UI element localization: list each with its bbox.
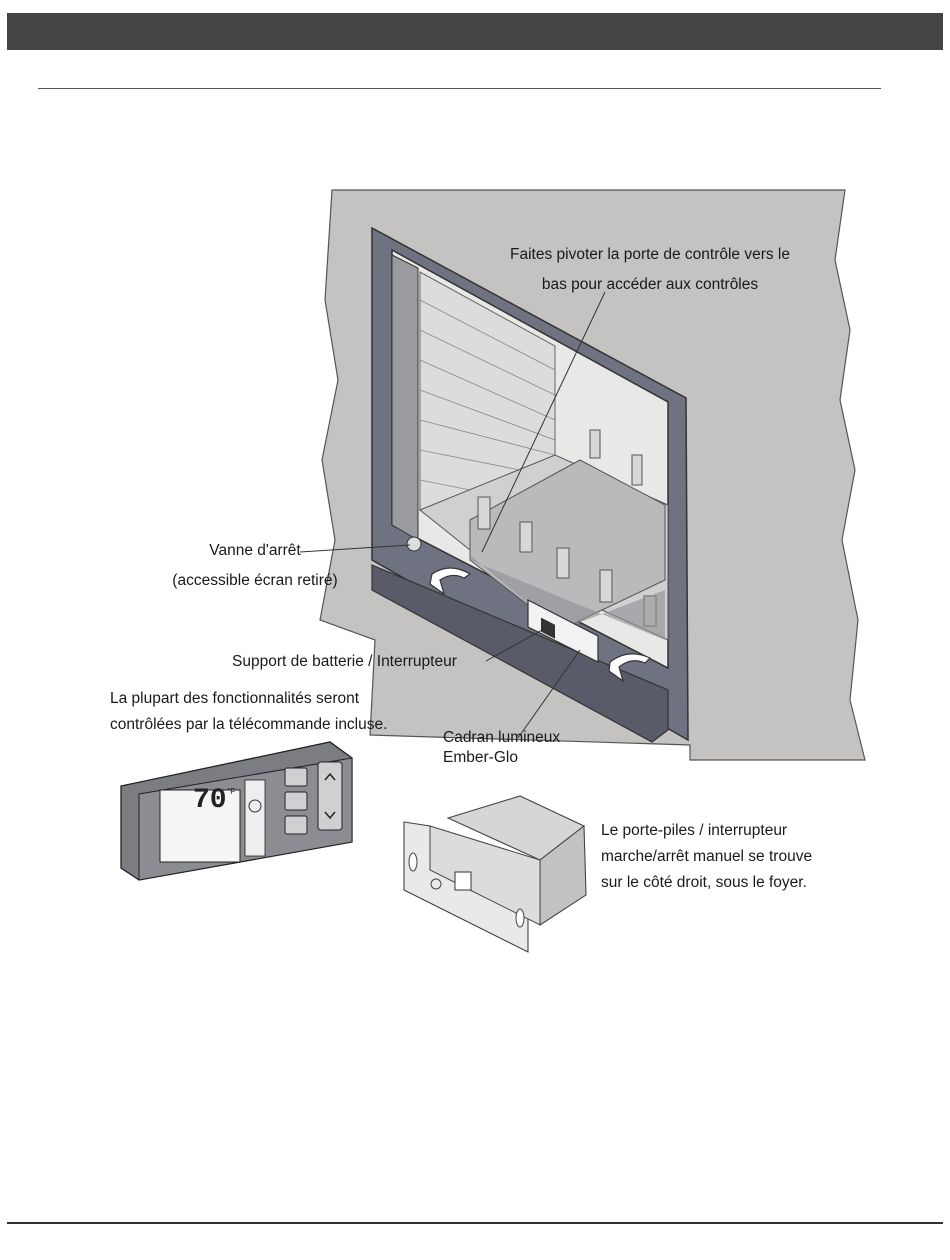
ember-mesh	[470, 555, 665, 640]
rotate-arrow-left-icon	[429, 567, 472, 596]
shutoff-valve-icon	[406, 536, 422, 552]
callout-holder-line3: sur le côté droit, sous le foyer.	[601, 874, 807, 891]
callout-shutoff-valve: Vanne d'arrêt (accessible écran retiré)	[150, 536, 360, 596]
callout-vanne-line2: (accessible écran retiré)	[172, 572, 338, 589]
callout-ember-glo: Cadran lumineux Ember-Glo	[443, 728, 560, 768]
remote-flame-strip	[244, 779, 266, 857]
battery-holder	[403, 795, 587, 953]
control-plate	[527, 599, 599, 663]
callout-remote: La plupart des fonctionnalités seront co…	[110, 686, 387, 738]
remote-button-flame	[284, 767, 308, 787]
callout-battery-holder: Le porte-piles / interrupteur marche/arr…	[601, 818, 812, 896]
remote-control	[120, 741, 353, 881]
rotate-arrow-right-icon	[608, 653, 652, 683]
callout-vanne-line1: Vanne d'arrêt	[209, 542, 301, 559]
callout-pivot-line2: bas pour accéder aux contrôles	[541, 276, 759, 293]
chevron-up-icon	[324, 772, 336, 781]
remote-button-power	[284, 815, 308, 835]
switch-icon	[541, 617, 555, 639]
callout-holder-line1: Le porte-piles / interrupteur	[601, 822, 788, 839]
header-bar	[7, 13, 943, 50]
callout-remote-line1: La plupart des fonctionnalités seront	[110, 690, 360, 707]
mount-slot-left	[408, 852, 418, 872]
callout-battery-support: Support de batterie / Interrupteur	[232, 653, 457, 670]
flame-icon	[248, 799, 262, 813]
leader-lines	[299, 291, 606, 739]
top-rule	[38, 88, 881, 89]
callout-pivot-line1: Faites pivoter la porte de contrôle vers…	[510, 246, 790, 263]
remote-button-thermo	[284, 791, 308, 811]
remote-temperature: 70	[193, 785, 227, 816]
chevron-down-icon	[324, 811, 336, 820]
callout-holder-line2: marche/arrêt manuel se trouve	[601, 848, 813, 865]
callout-cadran-line2: Ember-Glo	[443, 749, 518, 766]
holder-switch-icon	[454, 871, 472, 891]
callout-remote-line2: contrôlées par la télécommande incluse.	[110, 716, 388, 733]
mount-slot-right	[515, 908, 525, 928]
holder-screw-icon	[430, 878, 442, 890]
bottom-rule	[7, 1222, 943, 1224]
remote-display	[159, 789, 241, 863]
callout-cadran-line1: Cadran lumineux	[443, 729, 561, 746]
remote-updown-rocker	[317, 761, 343, 831]
remote-temperature-unit: °F	[227, 787, 236, 796]
callout-pivot: Faites pivoter la porte de contrôle vers…	[440, 240, 860, 300]
screen-side-panel	[391, 254, 419, 541]
brick-lines	[419, 299, 556, 491]
